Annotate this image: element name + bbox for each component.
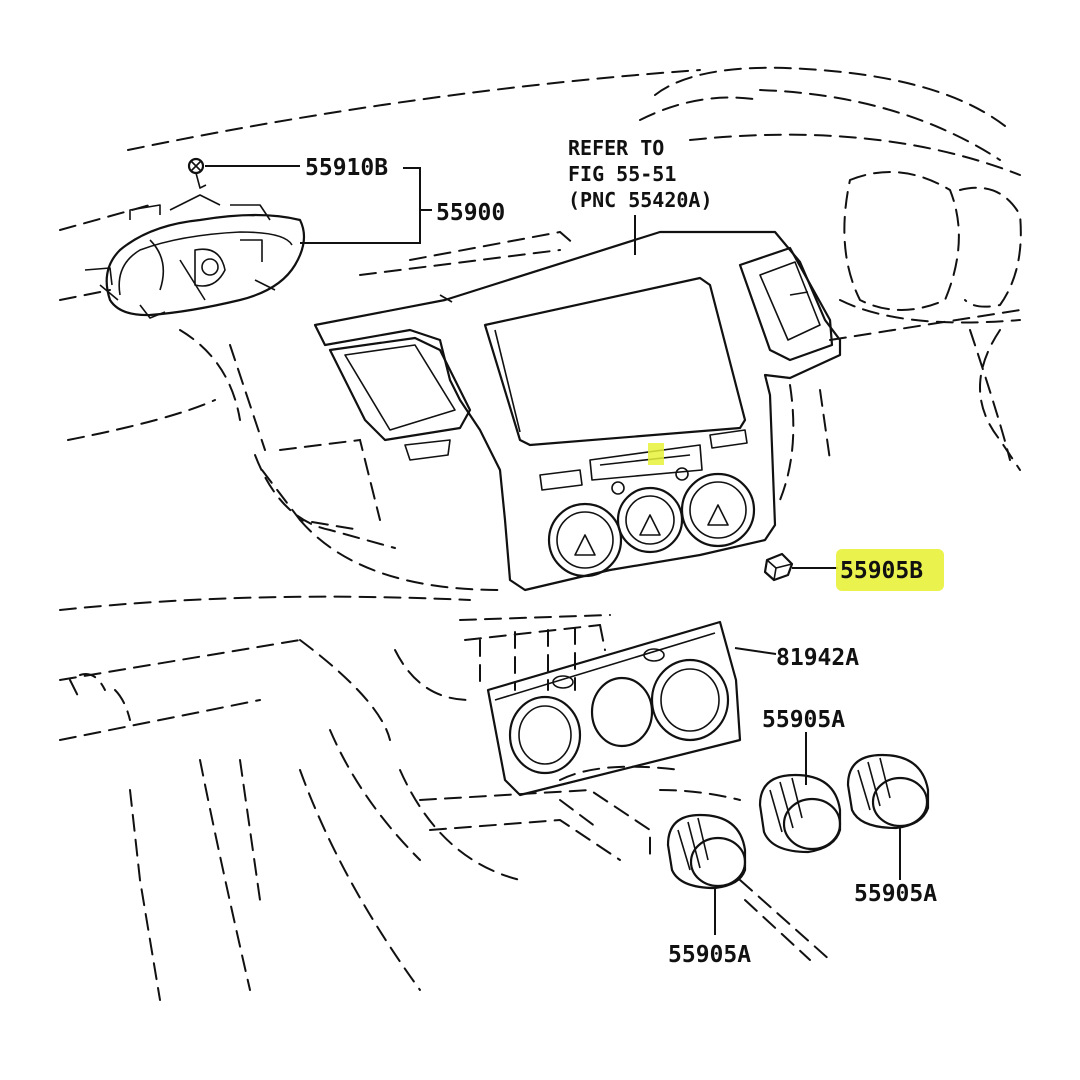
knob-55905A-bottom: [666, 813, 747, 890]
refer-label-line3: (PNC 55420A): [568, 188, 713, 212]
refer-label-line1: REFER TO: [568, 136, 664, 160]
center-cluster-panel: [313, 230, 842, 592]
part-label-55900: 55900: [436, 200, 505, 226]
part-label-55905A-bottom: 55905A: [668, 942, 751, 968]
knob-55905A-middle: [758, 773, 842, 854]
refer-label-line2: FIG 55-51: [568, 162, 676, 186]
bracket-assembly: [84, 194, 306, 319]
part-label-55910B: 55910B: [305, 155, 388, 181]
leader-lines: [205, 165, 901, 935]
part-label-81942A: 81942A: [776, 645, 859, 671]
control-panel-81942A: [486, 620, 742, 797]
part-label-55905A-right: 55905A: [854, 881, 937, 907]
clip-55905B: [763, 552, 794, 582]
knob-55905A-right: [846, 753, 930, 830]
screw-55910B: [187, 157, 207, 189]
dashboard-outline: [59, 66, 1022, 1001]
label-highlight: [836, 549, 944, 591]
part-label-55905B: 55905B: [840, 558, 923, 584]
highlight-mark: [648, 443, 664, 465]
part-label-55905A-top: 55905A: [762, 707, 845, 733]
